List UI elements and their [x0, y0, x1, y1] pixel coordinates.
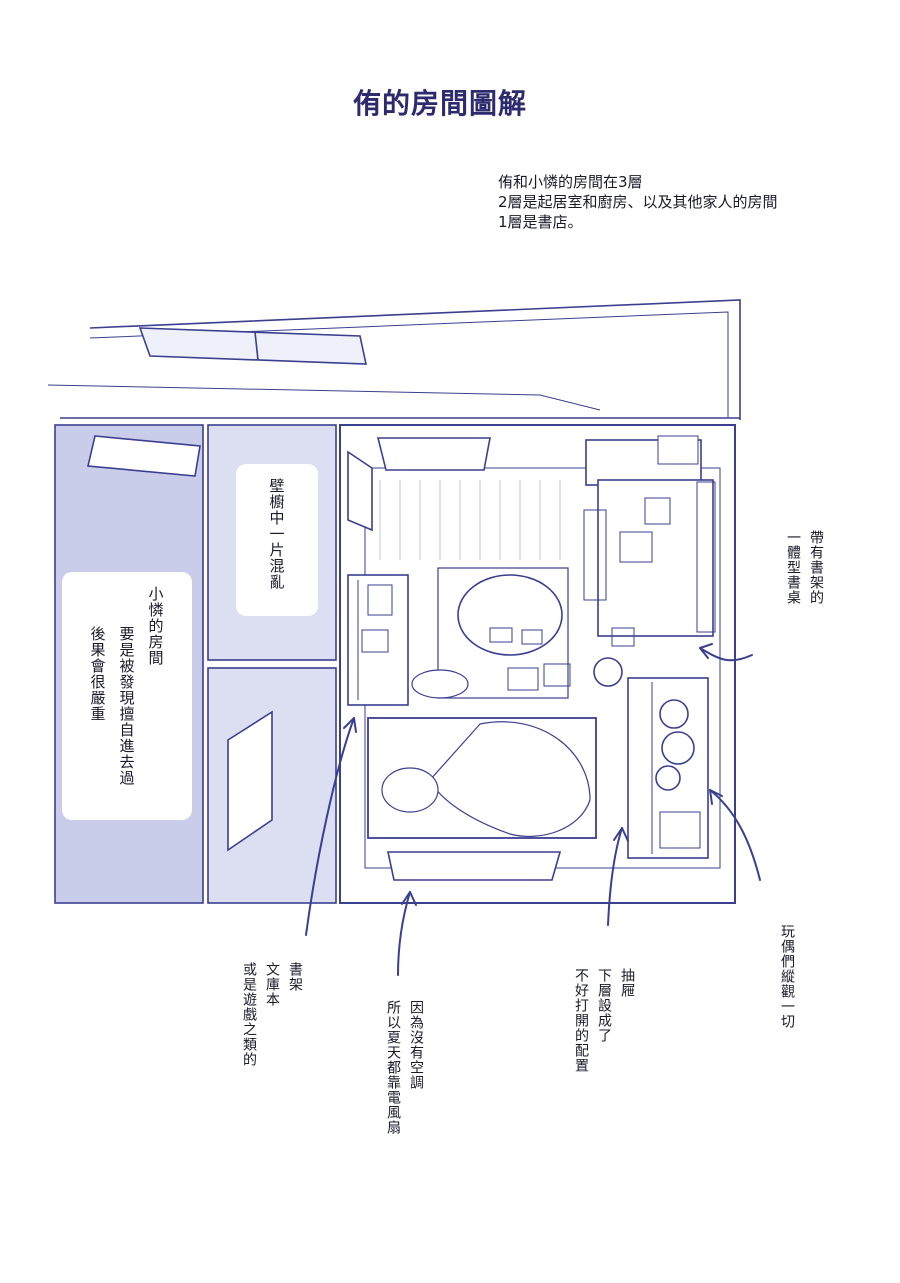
upper-wall-outline [89, 299, 741, 420]
intro-line-1: 侑和小憐的房間在3層 [498, 173, 643, 191]
bed [367, 717, 597, 839]
fan-note-line-1: 因為沒有空調 [408, 1000, 424, 1090]
desk-note: 帶有書架的 一體型書桌 [784, 530, 824, 605]
room-door [376, 437, 491, 471]
desk-with-bookshelf [583, 435, 716, 647]
kouren-room-window [87, 435, 201, 477]
dolls-note: 玩偶們縱觀一切 [778, 924, 795, 1029]
kouren-room-bubble: 小憐的房間 要是被發現擅自進去過 後果會很嚴重 [62, 572, 192, 820]
intro-line-3: 1層是書店。 [498, 213, 583, 231]
doll-2 [661, 731, 695, 765]
intro-line-2: 2層是起居室和廚房、以及其他家人的房間 [498, 193, 778, 211]
dolls-note-line-1: 玩偶們縱觀一切 [779, 924, 795, 1029]
electric-fan [387, 851, 562, 881]
arrow-dolls [709, 789, 761, 881]
ceiling-window [138, 327, 367, 365]
round-table [457, 574, 563, 656]
drawer-note: 抽屜 下層設成了 不好打開的配置 [572, 968, 635, 1073]
page-title: 侑的房間圖解 [352, 87, 527, 120]
arrow-desk [699, 647, 753, 662]
arrow-drawer [607, 827, 623, 926]
chair [411, 669, 469, 699]
fan [593, 657, 623, 687]
bookshelf [347, 574, 409, 706]
desk-note-line-1: 帶有書架的 [808, 530, 824, 605]
intro-text: 侑和小憐的房間在3層 2層是起居室和廚房、以及其他家人的房間 1層是書店。 [498, 172, 858, 232]
drawer-note-line-2: 下層設成了 [596, 968, 612, 1043]
arrow-bookshelf [305, 717, 355, 936]
fan-note: 因為沒有空調 所以夏天都靠電風扇 [384, 1000, 424, 1135]
drawer-note-line-3: 不好打開的配置 [573, 968, 589, 1073]
doll-3 [655, 765, 681, 791]
kouren-room-bubble-line-3: 後果會很嚴重 [88, 626, 107, 722]
fan-note-line-2: 所以夏天都靠電風扇 [385, 1000, 401, 1135]
drawer-note-line-1: 抽屜 [619, 968, 635, 998]
closet-bubble: 壁櫥中一片混亂 [236, 464, 318, 616]
bookshelf-note-line-2: 文庫本 [264, 962, 280, 1007]
bookshelf-note-line-1: 書架 [287, 962, 303, 992]
bookshelf-note: 書架 文庫本 或是遊戲之類的 [240, 962, 303, 1067]
carpet [437, 567, 569, 699]
desk-note-line-2: 一體型書桌 [785, 530, 801, 605]
closet-bubble-text: 壁櫥中一片混亂 [267, 478, 286, 590]
arrow-fan [397, 891, 411, 976]
doll-1 [659, 699, 689, 729]
closet-door [227, 710, 273, 852]
bookshelf-note-line-3: 或是遊戲之類的 [241, 962, 257, 1067]
kouren-room-bubble-line-1: 小憐的房間 [146, 586, 165, 666]
kouren-room-bubble-line-2: 要是被發現擅自進去過 [117, 626, 136, 786]
